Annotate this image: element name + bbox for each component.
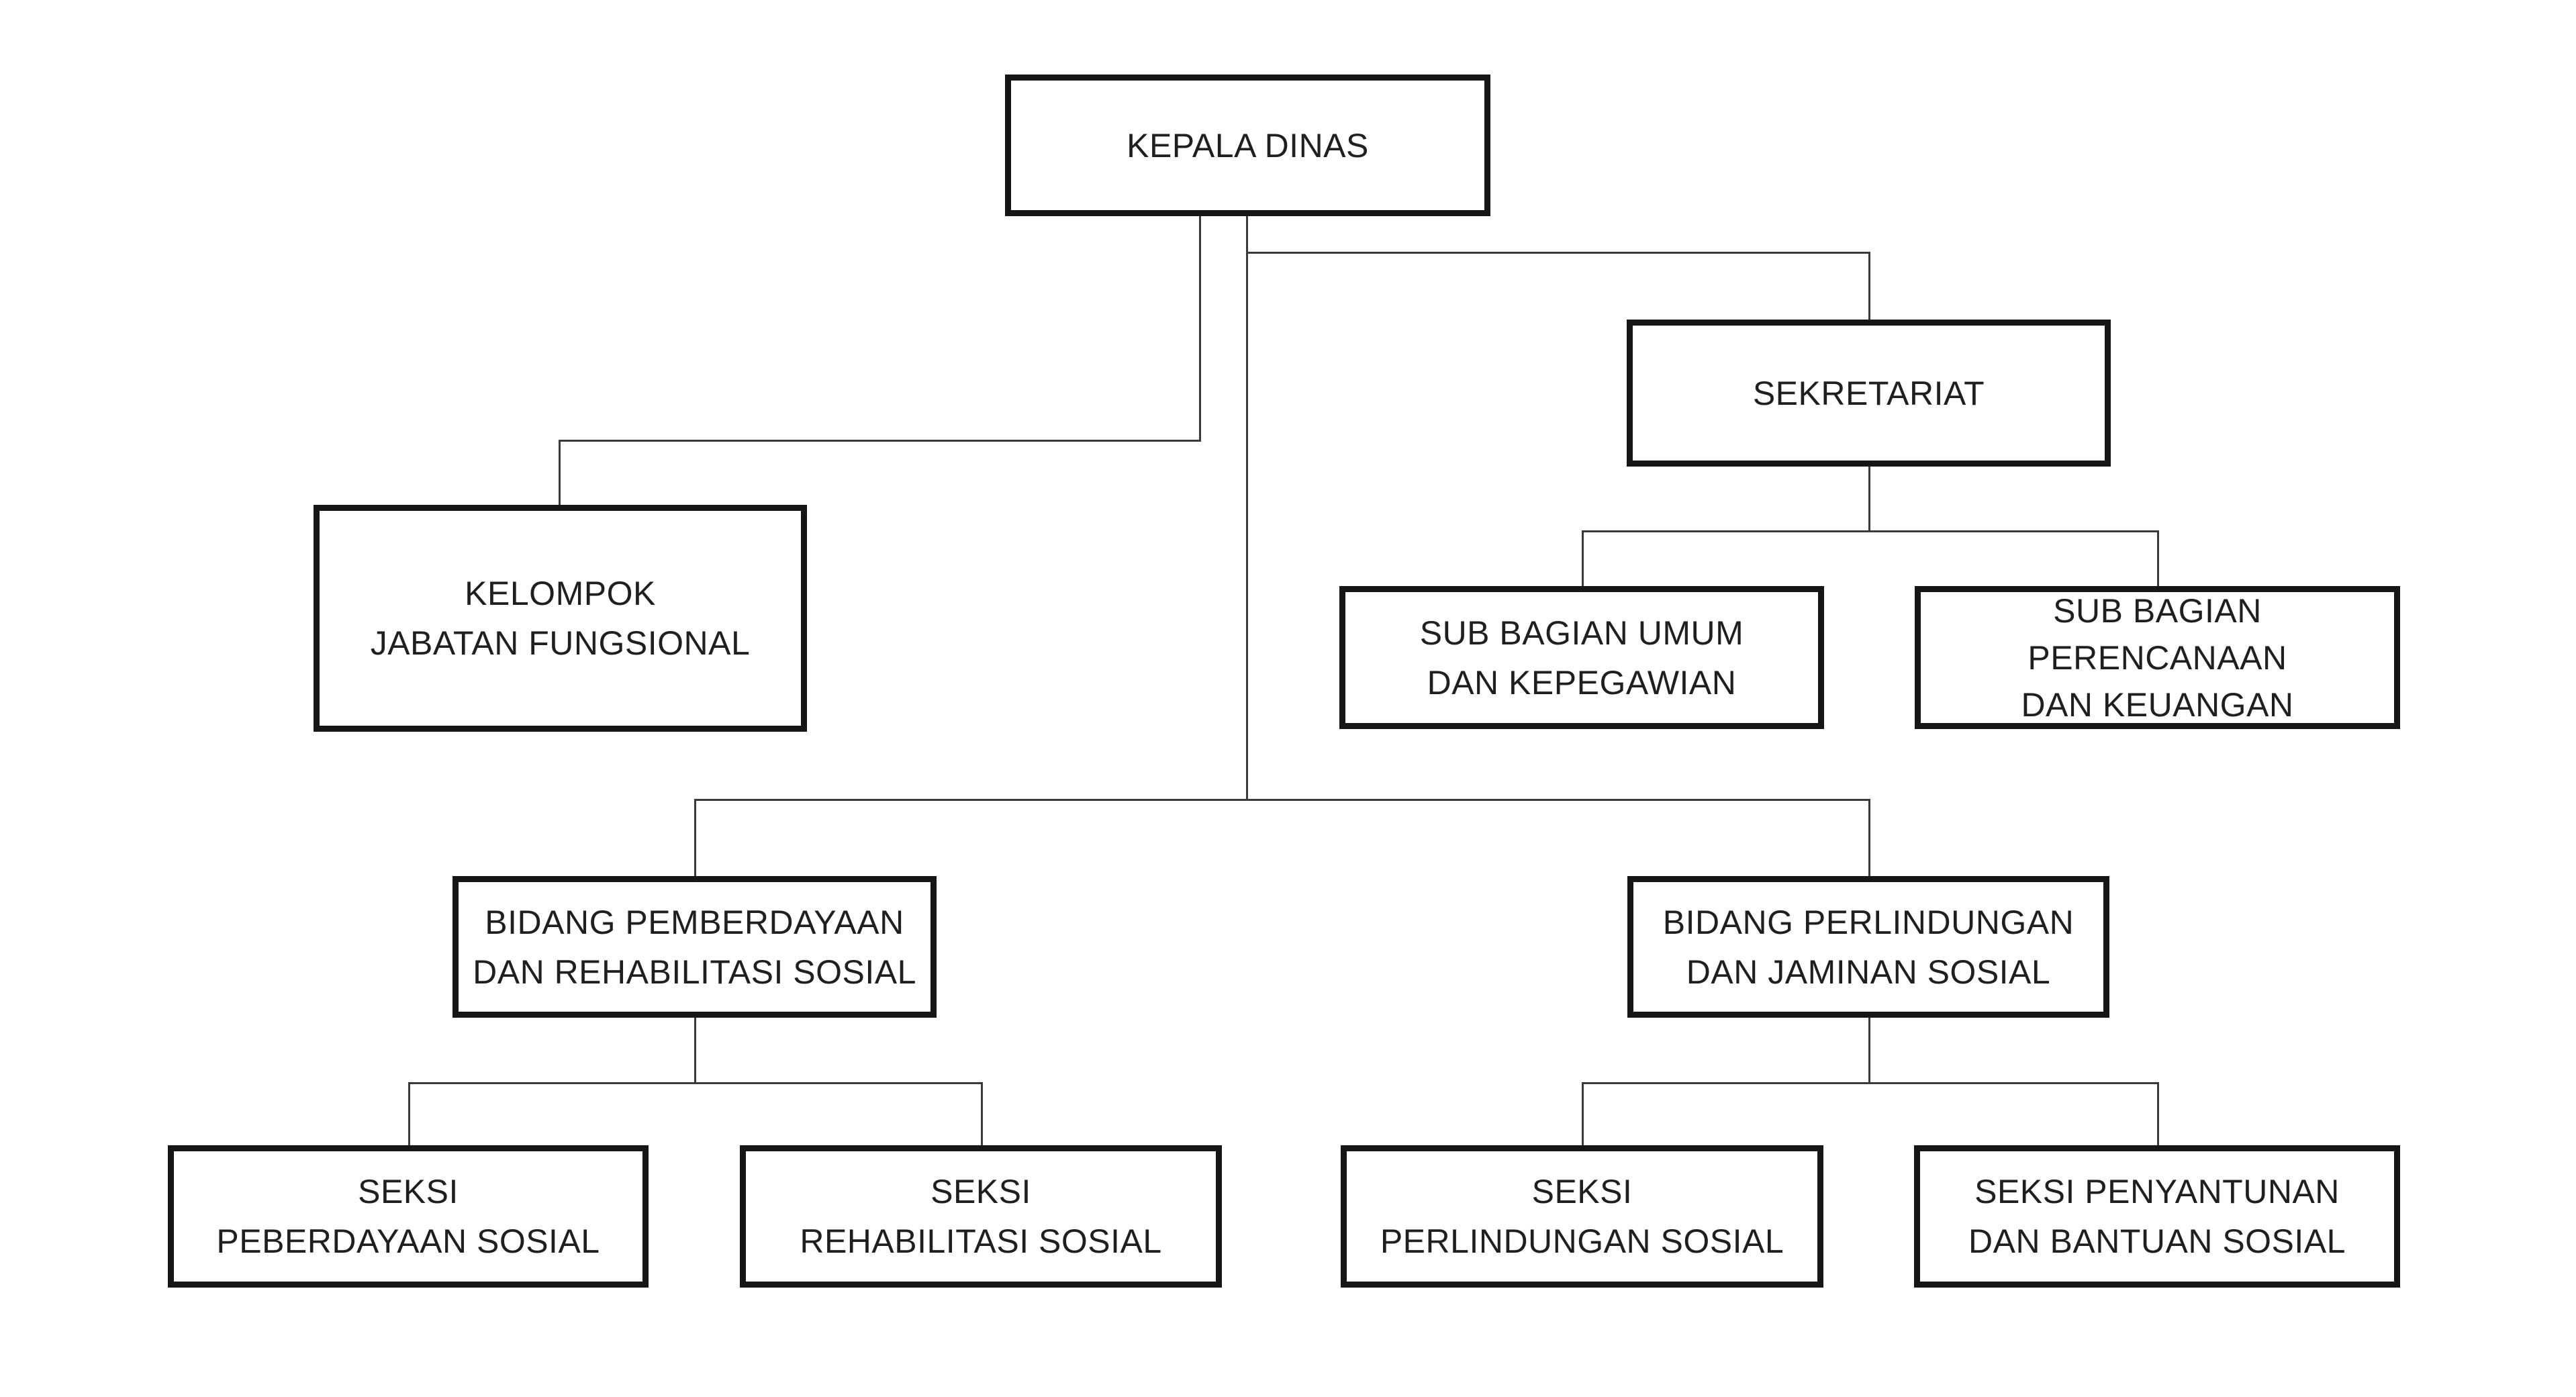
org-node-seksi-penyantunan: SEKSI PENYANTUNAN DAN BANTUAN SOSIAL: [1914, 1145, 2400, 1288]
connector-seksi-perlindungan-drop: [1582, 1082, 1584, 1145]
label-line: SEKSI: [358, 1173, 459, 1210]
org-node-label: SEKRETARIAT: [1753, 369, 1985, 418]
label-line: JABATAN FUNGSIONAL: [370, 624, 751, 662]
connector-kepala-main-spine: [1246, 216, 1248, 801]
connector-bidang-perlindungan-stem: [1868, 1018, 1870, 1084]
label-line: PEBERDAYAAN SOSIAL: [216, 1222, 600, 1260]
org-node-bidang-pemberdayaan: BIDANG PEMBERDAYAAN DAN REHABILITASI SOS…: [452, 876, 937, 1018]
org-node-label: BIDANG PEMBERDAYAAN DAN REHABILITASI SOS…: [473, 898, 916, 997]
org-node-label: BIDANG PERLINDUNGAN DAN JAMINAN SOSIAL: [1663, 898, 2074, 997]
connector-kelompok-drop: [559, 440, 561, 505]
connector-kepala-to-kelompok-horizontal: [559, 440, 1201, 442]
org-node-label: SEKSI PEBERDAYAAN SOSIAL: [216, 1167, 600, 1266]
label-line: SEKSI: [1531, 1173, 1633, 1210]
connector-sub-umum-drop: [1582, 530, 1584, 586]
org-node-bidang-perlindungan: BIDANG PERLINDUNGAN DAN JAMINAN SOSIAL: [1627, 876, 2109, 1018]
org-node-label: KELOMPOK JABATAN FUNGSIONAL: [371, 569, 751, 668]
label-line: BIDANG PEMBERDAYAAN: [485, 903, 904, 941]
label-line: DAN KEPEGAWIAN: [1427, 663, 1737, 702]
connector-kepala-to-kelompok-drop: [1199, 216, 1201, 442]
label-line: SEKSI PENYANTUNAN: [1974, 1173, 2340, 1210]
connector-bidang-pemberdayaan-stem: [694, 1018, 696, 1084]
label-line: DAN JAMINAN SOSIAL: [1686, 953, 2051, 991]
connector-bidang-pemberdayaan-drop: [694, 799, 696, 876]
connector-sekretariat-drop: [1868, 252, 1870, 320]
label-line: SEKSI: [931, 1173, 1031, 1210]
org-node-seksi-rehabilitasi: SEKSI REHABILITASI SOSIAL: [740, 1145, 1222, 1288]
label-line: KELOMPOK: [465, 575, 656, 612]
connector-sub-perencanaan-drop: [2157, 530, 2159, 586]
org-node-label: SUB BAGIAN PERENCANAAN DAN KEUANGAN: [2021, 587, 2293, 728]
org-node-label: SEKSI PERLINDUNGAN SOSIAL: [1380, 1167, 1784, 1266]
org-node-kelompok-jabatan-fungsional: KELOMPOK JABATAN FUNGSIONAL: [314, 505, 807, 732]
connector-bidang-perlindungan-drop: [1868, 799, 1870, 876]
label-line: REHABILITASI SOSIAL: [800, 1222, 1162, 1260]
connector-kepala-to-sekretariat-horizontal: [1246, 252, 1870, 254]
connector-sekretariat-stem: [1868, 467, 1870, 532]
org-node-label: SUB BAGIAN UMUM DAN KEPEGAWIAN: [1420, 608, 1744, 708]
org-node-kepala-dinas: KEPALA DINAS: [1005, 75, 1490, 216]
label-line: SEKRETARIAT: [1752, 374, 1985, 412]
label-line: PERENCANAAN: [2028, 638, 2287, 677]
org-node-sub-bagian-perencanaan: SUB BAGIAN PERENCANAAN DAN KEUANGAN: [1915, 586, 2400, 729]
org-node-label: KEPALA DINAS: [1127, 121, 1369, 171]
org-node-seksi-peberdayaan: SEKSI PEBERDAYAAN SOSIAL: [168, 1145, 649, 1288]
connector-seksi-peberdayaan-drop: [408, 1082, 410, 1145]
label-line: DAN BANTUAN SOSIAL: [1968, 1222, 2346, 1260]
label-line: SUB BAGIAN: [2053, 591, 2262, 630]
connector-perlindungan-children-horizontal: [1582, 1082, 2159, 1084]
org-node-label: SEKSI REHABILITASI SOSIAL: [800, 1167, 1161, 1266]
connector-seksi-rehabilitasi-drop: [981, 1082, 983, 1145]
label-line: SUB BAGIAN UMUM: [1419, 614, 1744, 652]
org-node-sub-bagian-umum: SUB BAGIAN UMUM DAN KEPEGAWIAN: [1339, 586, 1824, 729]
label-line: DAN KEUANGAN: [2021, 685, 2294, 724]
org-node-sekretariat: SEKRETARIAT: [1627, 320, 2111, 467]
label-line: KEPALA DINAS: [1127, 126, 1369, 164]
org-node-label: SEKSI PENYANTUNAN DAN BANTUAN SOSIAL: [1968, 1167, 2346, 1266]
connector-sekretariat-children-horizontal: [1582, 530, 2159, 532]
org-node-seksi-perlindungan: SEKSI PERLINDUNGAN SOSIAL: [1341, 1145, 1823, 1288]
connector-bidang-horizontal: [694, 799, 1870, 801]
label-line: DAN REHABILITASI SOSIAL: [473, 953, 916, 991]
label-line: PERLINDUNGAN SOSIAL: [1380, 1222, 1784, 1260]
connector-seksi-penyantunan-drop: [2157, 1082, 2159, 1145]
label-line: BIDANG PERLINDUNGAN: [1662, 903, 2074, 941]
connector-pemberdayaan-children-horizontal: [408, 1082, 982, 1084]
